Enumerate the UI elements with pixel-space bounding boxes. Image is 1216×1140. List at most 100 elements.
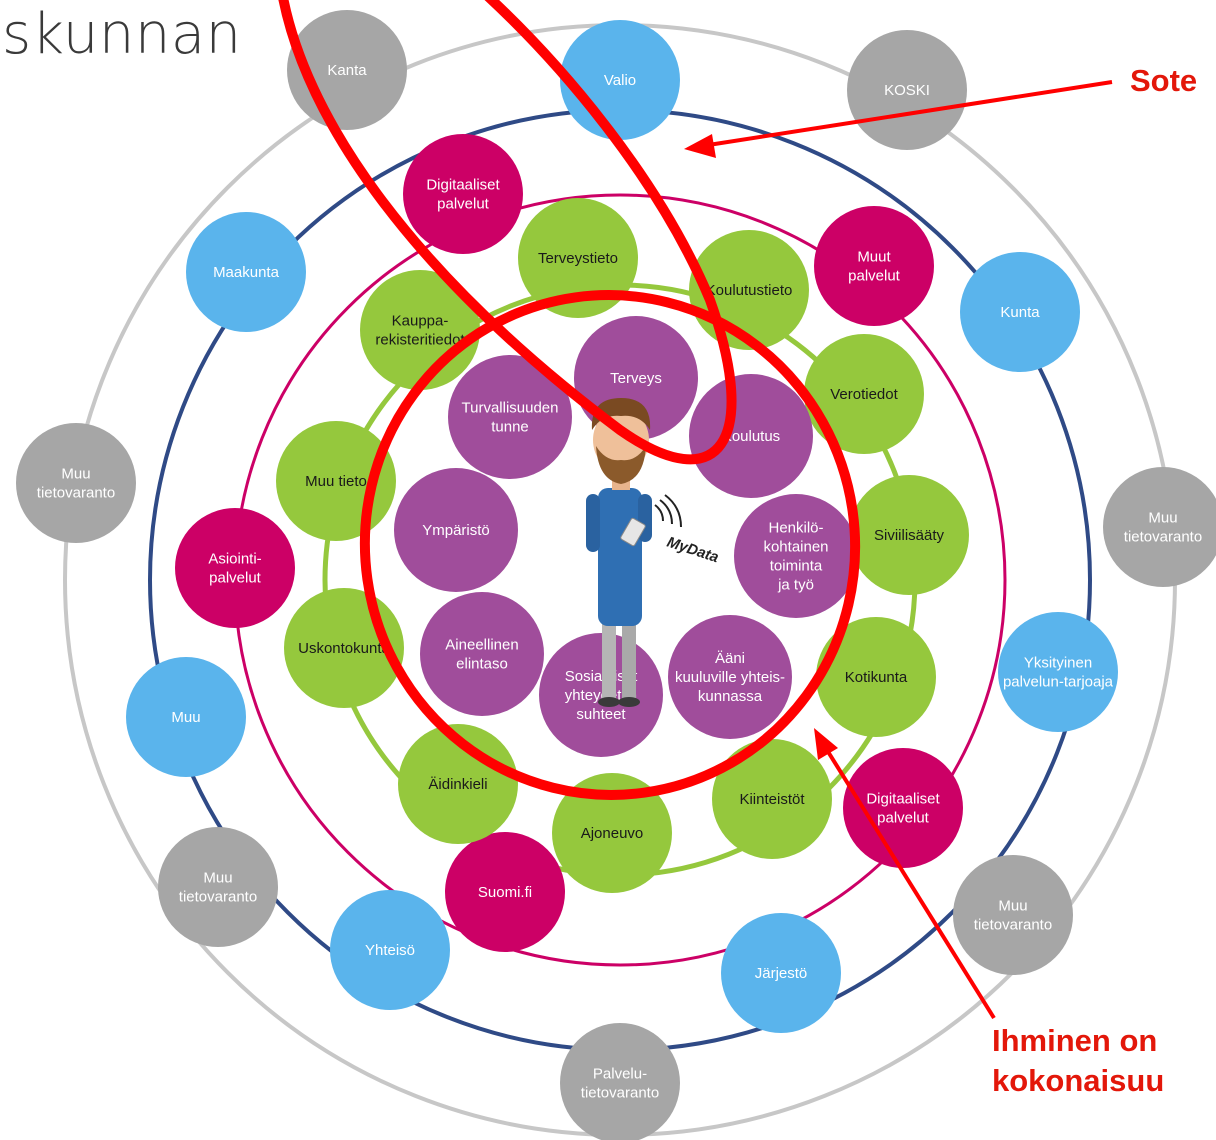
node-label: Kauppa-rekisteritiedot [375,313,465,349]
node-label-line: Henkilö- [768,520,823,537]
node-label-line: Muu [203,870,232,887]
red-annotations [278,0,1113,1020]
node-label-line: Valio [604,72,636,89]
node-muu-tietovaranto-bl: Muu tietovaranto [158,827,278,947]
node-circle [552,773,672,893]
node-circle [1103,467,1216,587]
node-label-line: Äidinkieli [428,776,487,793]
node-label-line: rekisteritiedot [375,332,465,349]
node-label-line: palvelut [437,196,490,213]
node-label-line: Verotiedot [830,386,898,403]
node-label-line: KOSKI [884,82,930,99]
node-circle [668,615,792,739]
node-label-line: Suomi.fi [478,884,532,901]
node-label: Muu [171,709,200,726]
node-circle [448,355,572,479]
node-palvelutietovaranto: Palvelu-tietovaranto [560,1023,680,1140]
node-siviilisaaty: Siviilisääty [849,475,969,595]
node-label: Suomi.fi [478,884,532,901]
node-circle [560,1023,680,1140]
node-label-line: tietovaranto [179,889,257,906]
node-label-line: Terveystieto [538,250,618,267]
node-circle [721,913,841,1033]
node-label-line: Muu [61,466,90,483]
node-label-line: ja työ [777,577,814,594]
node-terveystieto: Terveystieto [518,198,638,318]
node-verotiedot: Verotiedot [804,334,924,454]
node-label-line: Asiointi- [208,551,261,568]
node-kotikunta: Kotikunta [816,617,936,737]
node-circle [398,724,518,844]
node-label-line: Ympäristö [422,522,490,539]
wifi-signal-icon [654,494,682,528]
callout-ihminen-line2: kokonaisuu [992,1063,1165,1098]
mydata-label: MyData [665,534,721,567]
node-circle [814,206,934,326]
node-label: Verotiedot [830,386,898,403]
node-koski: KOSKI [847,30,967,150]
person-shoe-left [598,697,620,707]
person-leg-left [602,620,616,700]
node-label-line: suhteet [576,706,626,723]
callout-sote: Sote [1130,63,1198,98]
node-label-line: Muu tieto [305,473,367,490]
node-label: Terveystieto [538,250,618,267]
node-circle [953,855,1073,975]
node-label-line: Yhteisö [365,942,415,959]
annotation-circle-center [359,290,861,800]
node-maakunta: Maakunta [186,212,306,332]
person-shirt [598,488,642,626]
node-circle [16,423,136,543]
node-label-line: palvelut [877,810,930,827]
node-muu-tieto: Muu tieto [276,421,396,541]
node-label-line: tietovaranto [37,485,115,502]
node-label-line: Turvallisuuden [462,400,559,417]
node-label: Muu tietovaranto [37,466,115,502]
node-aidinkieli: Äidinkieli [398,724,518,844]
node-suomi-fi: Suomi.fi [445,832,565,952]
node-label: Äidinkieli [428,776,487,793]
node-label-line: Järjestö [755,965,808,982]
node-label: Valio [604,72,636,89]
node-label-line: Yksityinen [1024,655,1092,672]
node-yhteiso: Yhteisö [330,890,450,1010]
node-circle [998,612,1118,732]
node-label: Järjestö [755,965,808,982]
node-label-line: Siviilisääty [874,527,945,544]
person-leg-right [622,620,636,700]
node-label-line: Sosiaaliset [565,668,638,685]
node-label: Koulutus [722,428,780,445]
person-beard [596,446,646,484]
node-label: Muu tieto [305,473,367,490]
node-label-line: Kunta [1000,304,1040,321]
node-label-line: Kanta [327,62,367,79]
node-circle [689,374,813,498]
node-circle [158,827,278,947]
node-valio: Valio [560,20,680,140]
person-arm-left [586,494,600,552]
node-circle [403,134,523,254]
node-label-line: palvelut [848,268,901,285]
node-label-line: kuuluville yhteis- [675,669,785,686]
node-label-line: Maakunta [213,264,280,281]
node-label: Palvelu-tietovaranto [581,1066,659,1102]
node-label: Uskontokunta [298,640,390,657]
node-circle [816,617,936,737]
node-kunta: Kunta [960,252,1080,372]
node-label: Ajoneuvo [581,825,644,842]
node-kiinteistot: Kiinteistöt [712,739,832,859]
node-label-line: tietovaranto [974,917,1052,934]
node-circle [186,212,306,332]
node-label: Asiointi-palvelut [208,551,261,587]
